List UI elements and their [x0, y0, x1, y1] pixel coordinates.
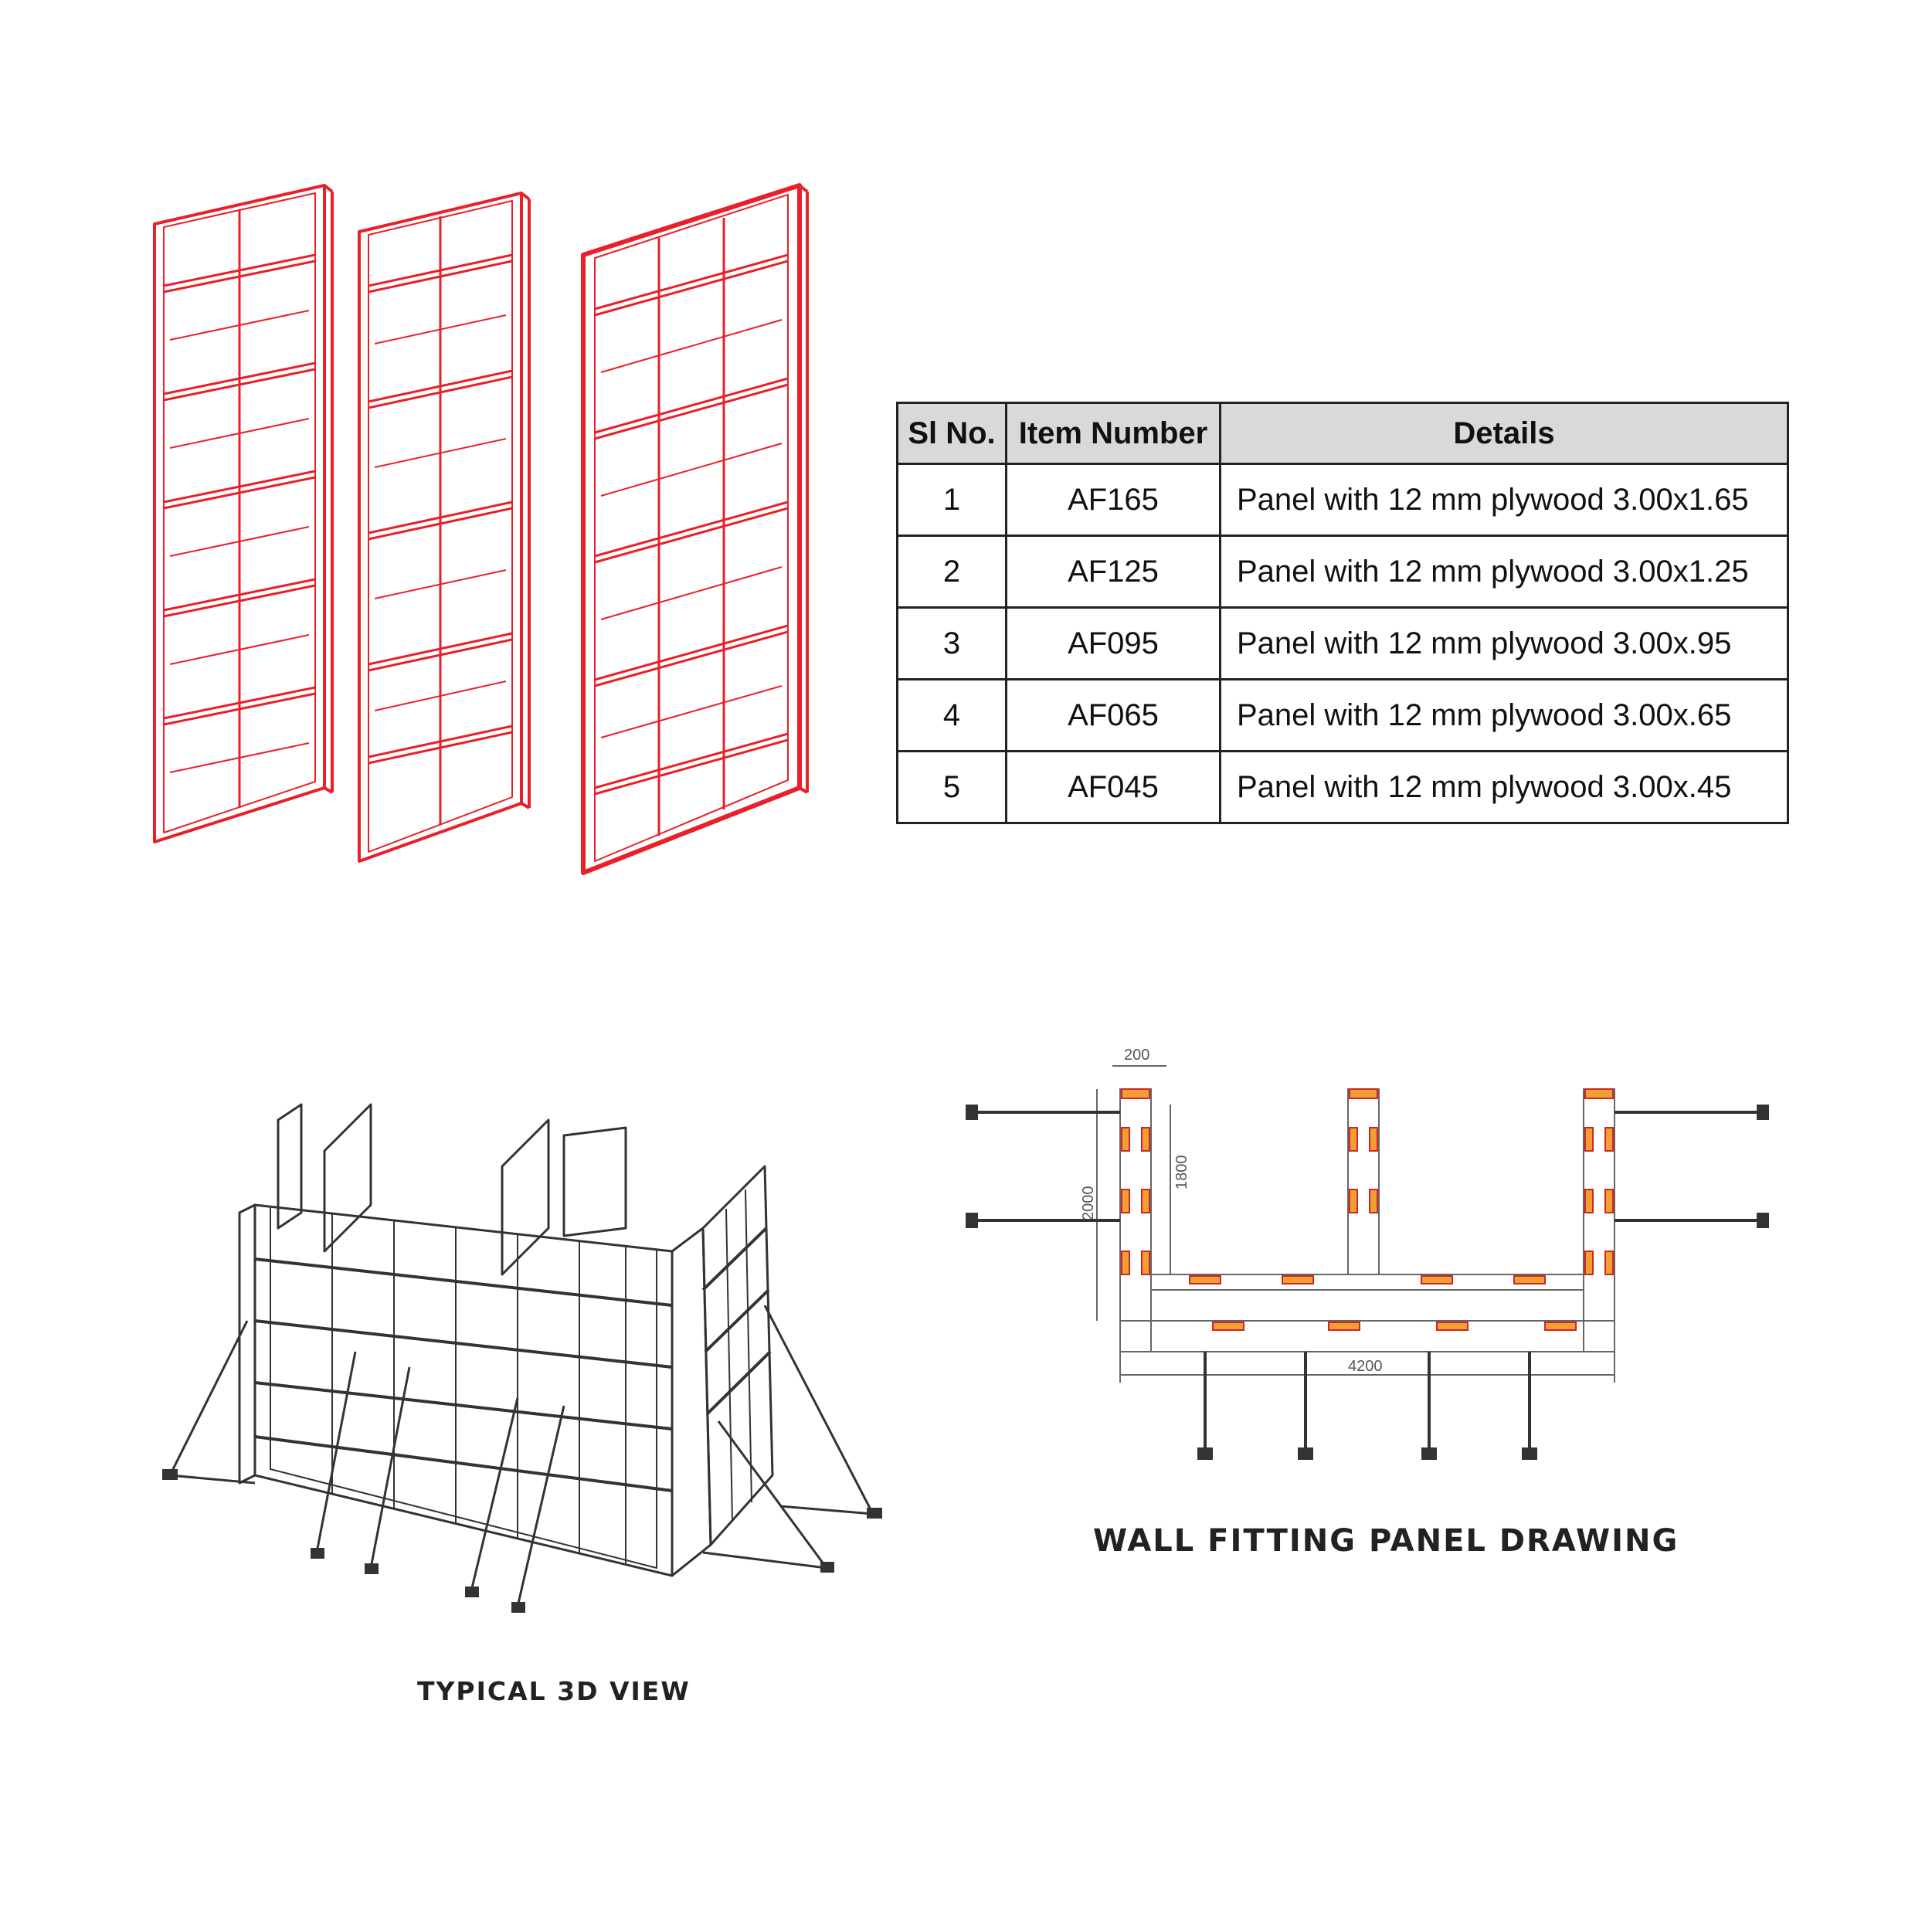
- table-row: 1 AF165 Panel with 12 mm plywood 3.00x1.…: [896, 463, 1789, 537]
- wall-fitting-plan-caption: WALL FITTING PANEL DRAWING: [1093, 1523, 1679, 1559]
- panel-drawing-1: [153, 184, 334, 843]
- dimension-bottom: 4200: [1348, 1358, 1383, 1375]
- header-sl-no: Sl No.: [896, 402, 1007, 465]
- cell-sl-no: 4: [896, 678, 1007, 752]
- formwork-panels-illustration: [153, 183, 809, 875]
- cell-sl-no: 2: [896, 535, 1007, 609]
- panel-drawing-3: [581, 183, 809, 875]
- dimension-top: 200: [1124, 1047, 1149, 1064]
- cell-sl-no: 5: [896, 750, 1007, 824]
- cell-sl-no: 3: [896, 606, 1007, 680]
- cell-details: Panel with 12 mm plywood 3.00x1.65: [1219, 463, 1789, 537]
- table-header-row: Sl No. Item Number Details: [896, 402, 1789, 465]
- cell-details: Panel with 12 mm plywood 3.00x.95: [1219, 606, 1789, 680]
- dimension-left-inner: 1800: [1173, 1156, 1190, 1190]
- table-row: 3 AF095 Panel with 12 mm plywood 3.00x.9…: [896, 606, 1789, 680]
- dimension-left-outer: 2000: [1080, 1186, 1097, 1221]
- cell-item-number: AF095: [1005, 606, 1221, 680]
- table-row: 4 AF065 Panel with 12 mm plywood 3.00x.6…: [896, 678, 1789, 752]
- cell-details: Panel with 12 mm plywood 3.00x.65: [1219, 678, 1789, 752]
- typical-3d-view-caption: TYPICAL 3D VIEW: [417, 1676, 691, 1706]
- header-details: Details: [1219, 402, 1789, 465]
- wall-fitting-plan-drawing: 200 2000 1800 4200: [966, 1047, 1769, 1460]
- cell-item-number: AF045: [1005, 750, 1221, 824]
- panel-drawing-2: [358, 192, 531, 863]
- typical-3d-view-illustration: [162, 1103, 882, 1613]
- header-item-number: Item Number: [1005, 402, 1221, 465]
- cell-sl-no: 1: [896, 463, 1007, 537]
- table-row: 5 AF045 Panel with 12 mm plywood 3.00x.4…: [896, 750, 1789, 824]
- cell-item-number: AF125: [1005, 535, 1221, 609]
- cell-details: Panel with 12 mm plywood 3.00x1.25: [1219, 535, 1789, 609]
- cell-item-number: AF165: [1005, 463, 1221, 537]
- panel-specification-table: Sl No. Item Number Details 1 AF165 Panel…: [896, 402, 1789, 824]
- cell-details: Panel with 12 mm plywood 3.00x.45: [1219, 750, 1789, 824]
- table-row: 2 AF125 Panel with 12 mm plywood 3.00x1.…: [896, 535, 1789, 609]
- cell-item-number: AF065: [1005, 678, 1221, 752]
